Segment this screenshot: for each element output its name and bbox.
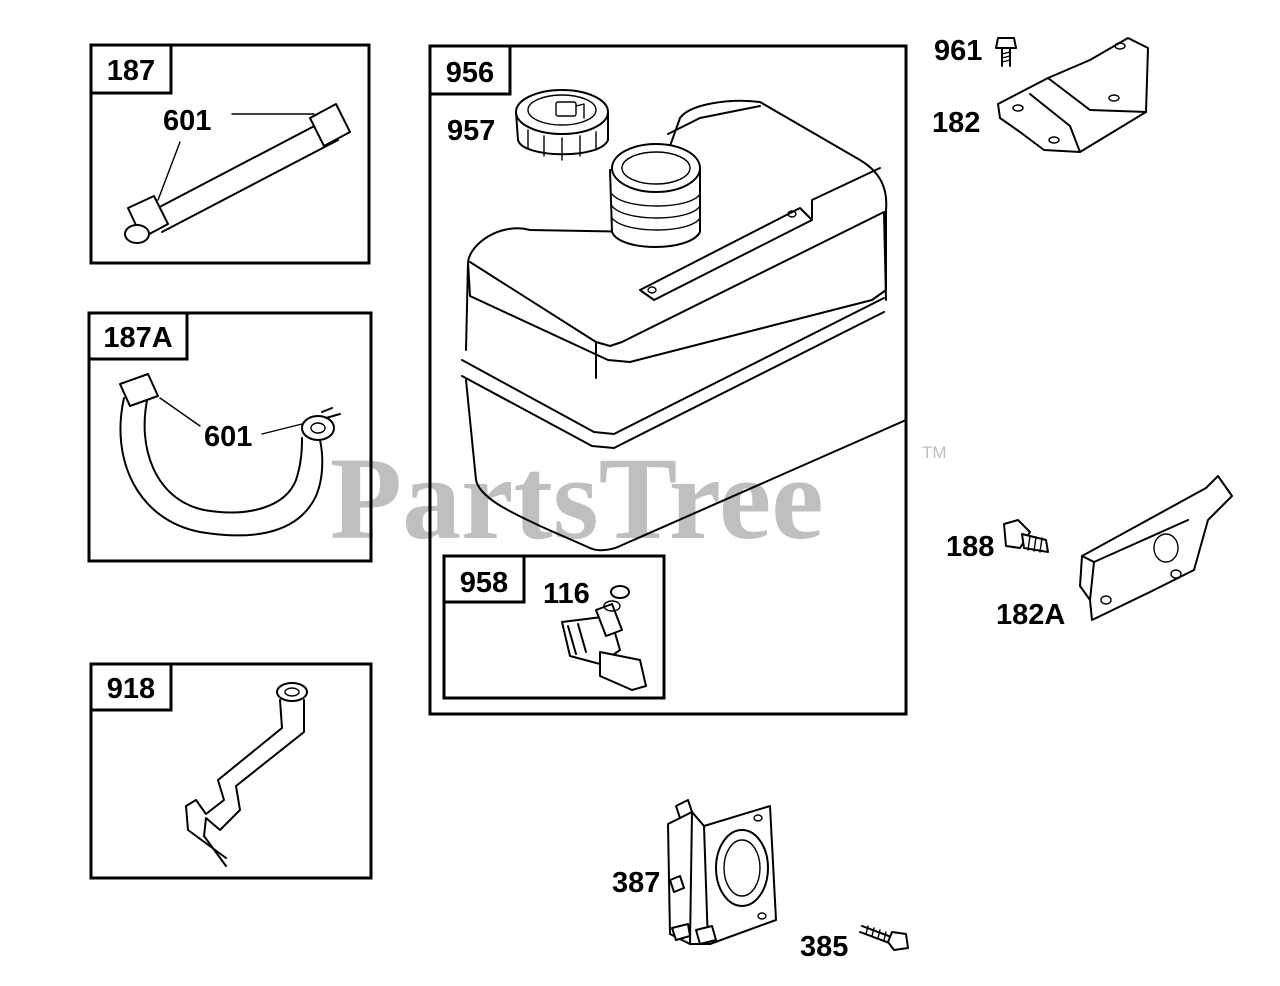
watermark-trademark: TM xyxy=(922,443,947,462)
part-182a-bracket[interactable]: 188 182A xyxy=(946,475,1233,631)
leader-line xyxy=(261,423,303,435)
part-385[interactable]: 385 xyxy=(800,925,909,963)
callout-957: 957 xyxy=(447,115,495,147)
callout-385: 385 xyxy=(800,931,848,963)
part-182-bracket[interactable]: 961 182 xyxy=(932,35,1149,153)
leader-line xyxy=(159,397,201,427)
group-956-tag-box xyxy=(428,44,512,96)
group-187a-frame xyxy=(87,311,373,563)
group-187-frame xyxy=(89,43,371,265)
callout-116: 116 xyxy=(543,578,590,610)
fuel-cap xyxy=(515,89,609,161)
group-958-tag-box xyxy=(442,554,526,604)
callout-601: 601 xyxy=(204,421,252,453)
watermark-text: PartsTree xyxy=(330,433,824,564)
screw-385 xyxy=(859,925,909,951)
group-958-frame xyxy=(442,554,666,700)
callout-182a: 182A xyxy=(996,599,1065,631)
callout-961: 961 xyxy=(934,35,982,67)
group-918-tag-box xyxy=(89,662,173,712)
part-387[interactable]: 387 xyxy=(612,799,777,945)
leader-line xyxy=(157,141,181,201)
hose-clamp xyxy=(309,103,351,147)
shutoff-valve xyxy=(561,600,647,691)
fuel-line-hose xyxy=(124,103,351,244)
group-918-tag: 918 xyxy=(107,673,155,705)
group-187[interactable]: 187 601 xyxy=(89,43,371,265)
fuel-tank xyxy=(461,99,907,552)
fuel-tube-bent xyxy=(185,682,308,867)
group-187a-tag: 187A xyxy=(103,322,172,354)
group-956-frame xyxy=(428,44,908,716)
group-956-tag: 956 xyxy=(446,57,494,89)
hose-clamp xyxy=(301,415,335,441)
bracket-182a xyxy=(1079,475,1233,621)
bracket-182 xyxy=(997,37,1149,153)
o-ring xyxy=(610,585,630,599)
group-187-tag: 187 xyxy=(107,55,155,87)
bolt-188 xyxy=(1003,519,1049,553)
group-958-tag: 958 xyxy=(460,567,508,599)
hose-clamp xyxy=(119,373,159,407)
group-918-frame xyxy=(89,662,373,880)
group-187a[interactable]: 187A 601 xyxy=(87,311,373,563)
callout-188: 188 xyxy=(946,531,994,563)
callout-601: 601 xyxy=(163,105,211,137)
callout-182: 182 xyxy=(932,107,980,139)
bolt-961 xyxy=(995,37,1017,67)
group-187a-tag-box xyxy=(87,311,189,361)
fuel-pump-387 xyxy=(667,799,777,945)
group-958[interactable]: 958 116 xyxy=(442,554,666,700)
curved-fuel-line xyxy=(119,373,341,537)
callout-387: 387 xyxy=(612,867,660,899)
group-918[interactable]: 918 xyxy=(89,662,373,880)
group-187-tag-box xyxy=(89,43,173,95)
fuel-pump-icon xyxy=(555,101,577,117)
group-956[interactable]: 956 957 xyxy=(428,44,908,716)
